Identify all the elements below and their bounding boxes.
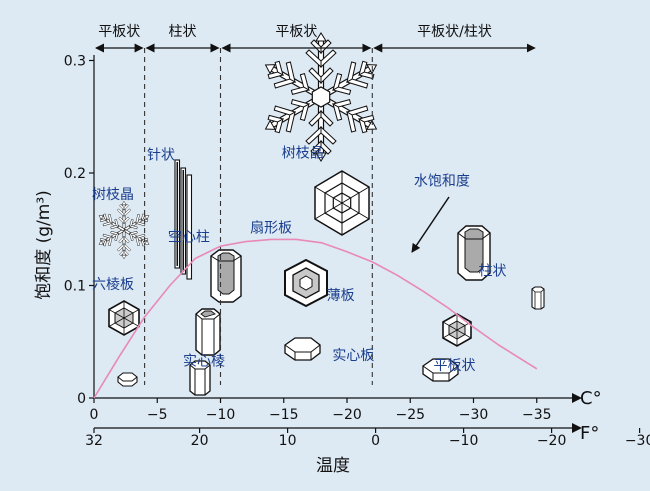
region-label: 平板状	[98, 24, 140, 40]
annotation-label: 薄板	[327, 288, 355, 304]
saturation-curve-layer	[93, 238, 538, 399]
y-tick-label: 0	[77, 391, 86, 407]
annotation-label: 树枝晶	[282, 145, 324, 161]
curve-pointer-arrow	[411, 196, 450, 253]
annotation-label: 实心棱	[183, 353, 225, 369]
annotation-label: 树枝晶	[92, 187, 134, 203]
needles-icon	[174, 159, 193, 280]
fahrenheit-tick-label: 10	[279, 433, 297, 449]
celsius-tick-label: −35	[522, 407, 552, 423]
celsius-tick-label: −15	[269, 407, 299, 423]
habit-regions: 平板状柱状平板状平板状/柱状	[95, 24, 536, 385]
fahrenheit-unit-label: F°	[580, 423, 599, 444]
fahrenheit-tick-label: 20	[191, 433, 209, 449]
celsius-tick-label: −10	[206, 407, 236, 423]
small-dendrite-icon	[95, 200, 153, 260]
crystal-illustrations	[95, 32, 545, 396]
y-tick-label: 0.3	[64, 54, 86, 70]
annotation-label: 水饱和度	[414, 173, 470, 189]
tiny-plate-icon	[117, 372, 138, 387]
celsius-tick-label: −5	[147, 407, 168, 423]
celsius-tick-label: −20	[332, 407, 362, 423]
solid-plate-right-icon	[422, 358, 459, 382]
short-column-icon	[189, 360, 211, 396]
celsius-unit-label: C°	[580, 388, 602, 409]
solid-column-icon	[195, 308, 221, 356]
solid-plate-icon	[284, 337, 321, 361]
large-dendrite-icon	[257, 32, 385, 162]
y-tick-label: 0.1	[64, 279, 86, 295]
saturation-curve	[93, 238, 538, 399]
annotation-label: 实心板	[332, 348, 374, 364]
annotation-label: 平板状	[434, 358, 476, 374]
hexagonal-plate-icon	[108, 300, 140, 336]
tiny-column-icon	[531, 286, 545, 310]
celsius-tick-label: −30	[459, 407, 489, 423]
region-label: 柱状	[169, 24, 197, 40]
hollow-column-right-icon	[457, 225, 491, 281]
thin-plate-icon	[284, 258, 328, 308]
annotation-label: 空心柱	[168, 230, 210, 246]
fahrenheit-axis-arrow-icon	[572, 423, 582, 433]
axes: 0 0.1 0.2 0.3 饱和度 (g/m³) 0 −5 −10 −15 −20 −25 −30 −3…	[34, 54, 650, 477]
annotation-label: 柱状	[478, 263, 506, 279]
x-axis-label: 温度	[316, 456, 350, 476]
y-axis-label: 饱和度 (g/m³)	[34, 190, 54, 300]
hexagonal-plate-right-icon	[442, 313, 472, 347]
fahrenheit-tick-label: 0	[371, 433, 380, 449]
annotation-label: 针状	[147, 148, 175, 164]
fahrenheit-tick-label: −30	[625, 433, 650, 449]
sector-plate-icon	[314, 170, 370, 236]
celsius-tick-label: 0	[90, 407, 99, 423]
fahrenheit-tick-label: 32	[85, 433, 103, 449]
annotation-label: 六棱板	[92, 277, 134, 293]
fahrenheit-tick-label: −10	[449, 433, 479, 449]
y-tick-label: 0.2	[64, 166, 86, 182]
celsius-axis-arrow-icon	[572, 393, 582, 403]
celsius-tick-label: −25	[395, 407, 425, 423]
region-label: 平板状/柱状	[417, 24, 492, 40]
fahrenheit-tick-label: −20	[537, 433, 567, 449]
region-label: 平板状	[275, 24, 317, 40]
hollow-column-icon	[210, 249, 242, 303]
annotation-label: 扇形板	[250, 221, 292, 237]
